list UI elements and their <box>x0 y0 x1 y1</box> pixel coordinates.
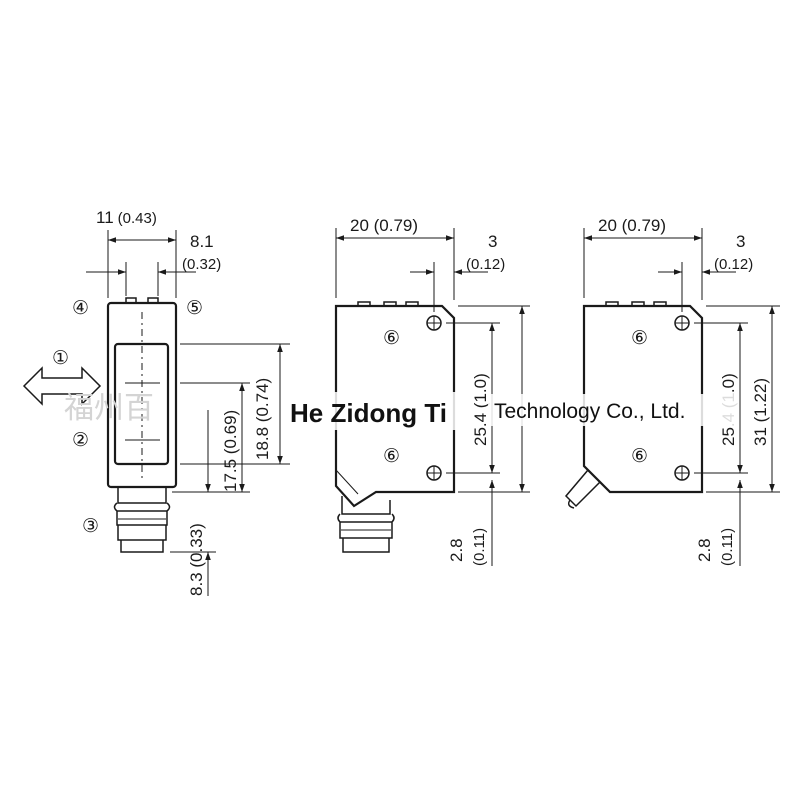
dim-bottom-3: 2.8 <box>695 538 714 562</box>
dim-connector-height: 8.3 (0.33) <box>187 523 206 596</box>
dim-offset-2: 3 <box>488 232 497 251</box>
watermark-en-left: He Zidong Ti <box>290 398 447 428</box>
dim-bottom-inch-3: (0.11) <box>719 528 736 566</box>
dim-offset-inch-3: (0.12) <box>714 256 753 273</box>
dim-bottom-inch-2: (0.11) <box>471 528 488 566</box>
side-housing <box>106 301 178 489</box>
watermark-cn: 福州百 <box>64 391 154 426</box>
side-top-bumps <box>125 297 159 303</box>
front-housing-2 <box>334 304 456 508</box>
dim-offset-3: 3 <box>736 232 745 251</box>
callout-1: ① <box>52 348 69 369</box>
dim-window-height: 18.8 (0.74) <box>253 378 272 460</box>
dim-side-width: 11(0.43) <box>96 208 157 227</box>
callout-6-top-3: ⑥ <box>631 328 648 349</box>
callout-6-bottom-2: ⑥ <box>383 446 400 467</box>
front-housing-3 <box>582 304 704 494</box>
callout-6-bottom-3: ⑥ <box>631 446 648 467</box>
watermark-en-right: Technology Co., Ltd. <box>494 400 685 423</box>
callout-6-top-2: ⑥ <box>383 328 400 349</box>
front-connector-2 <box>337 496 395 553</box>
front-view-cable: 20 (0.79) 3 (0.12) 25.4 (1.0) 31 (1.22) … <box>564 216 780 566</box>
cable-exit <box>564 468 602 509</box>
dim-bottom-2: 2.8 <box>447 538 466 562</box>
callout-2: ② <box>72 430 89 451</box>
dim-side-depth-inch: (0.32) <box>182 256 221 273</box>
front-view-connector: 20 (0.79) 3 (0.12) 25.4 (1.0) 2.8 (0.11)… <box>334 216 530 566</box>
dim-height-3: 31 (1.22) <box>751 378 770 446</box>
dim-front-width-3: 20 (0.79) <box>598 216 666 235</box>
side-view: 11(0.43) 8.1 (0.32) 18.8 (0.74) 17.5 (0.… <box>22 208 290 596</box>
dim-holes-2: 25.4 (1.0) <box>471 373 490 446</box>
dim-side-depth: 8.1 <box>190 232 214 251</box>
dim-center-height: 17.5 (0.69) <box>221 410 240 492</box>
detection-direction-arrow <box>22 366 102 406</box>
callout-5: ⑤ <box>186 298 203 319</box>
side-connector <box>113 487 171 553</box>
optics-window <box>113 342 170 466</box>
watermark: 福州百 He Zidong Ti Technology Co., Ltd. <box>64 391 738 430</box>
dim-offset-inch-2: (0.12) <box>466 256 505 273</box>
callout-3: ③ <box>82 516 99 537</box>
callout-4: ④ <box>72 298 89 319</box>
dim-front-width-2: 20 (0.79) <box>350 216 418 235</box>
